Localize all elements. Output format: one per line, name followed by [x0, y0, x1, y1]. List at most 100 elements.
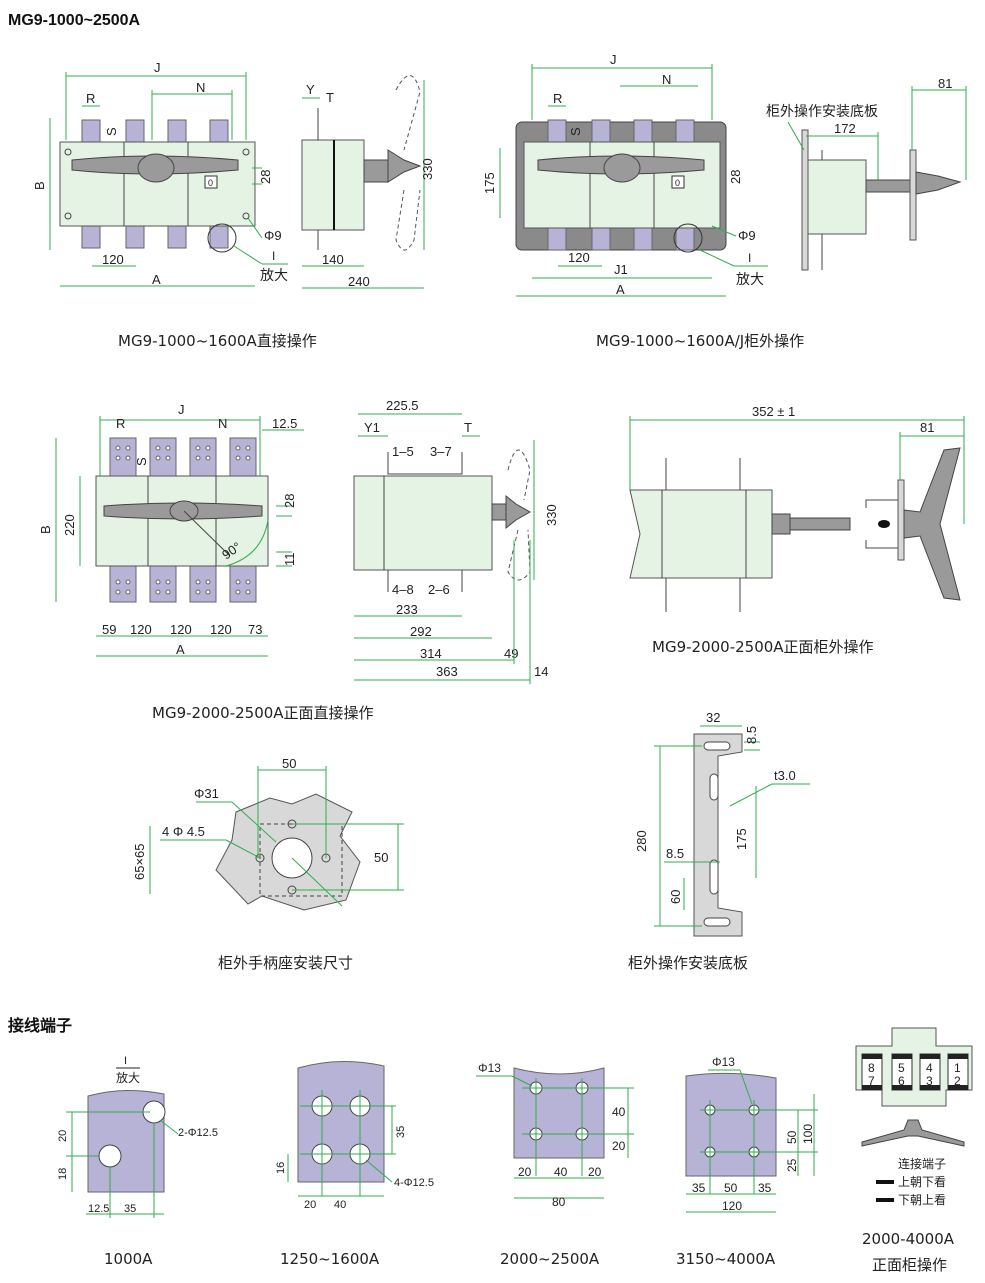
- t1-label-35: 35: [124, 1203, 136, 1215]
- t4-label-100: 100: [801, 1124, 815, 1144]
- fig1-label-S: S: [104, 127, 119, 136]
- fig1-label-T: T: [326, 90, 334, 105]
- fig6-label-60: 60: [668, 890, 683, 904]
- fig3-label-363: 363: [436, 664, 458, 679]
- fig1-label-330: 330: [420, 158, 435, 180]
- fig2-label-120: 120: [568, 250, 590, 265]
- fig3-label-Y1: Y1: [364, 420, 380, 435]
- fig3-label-B: B: [38, 525, 53, 534]
- t5-legend-down: 下朝上看: [898, 1193, 946, 1207]
- t3-label-20b: 20: [588, 1165, 602, 1179]
- t2-label-20: 20: [304, 1199, 316, 1211]
- fig1-front-view: 0 J N R S B 28 Φ9 120 A I 放大: [32, 60, 288, 287]
- fig2-label-board: 柜外操作安装底板: [766, 103, 878, 119]
- t5-legend-up: 上朝下看: [898, 1175, 946, 1189]
- fig3-label-p48: 4–8: [392, 582, 414, 597]
- fig3-label-73: 73: [248, 622, 262, 637]
- fig2-label-A: A: [616, 282, 625, 297]
- caption-fig3: MG9-2000-2500A正面直接操作: [152, 704, 374, 722]
- t3-label-40v: 40: [612, 1105, 626, 1119]
- t4-label-35b: 35: [758, 1181, 772, 1195]
- t5-legend-title: 连接端子: [898, 1156, 946, 1171]
- fig5-label-50right: 50: [374, 850, 388, 865]
- fig3-label-59: 59: [102, 622, 116, 637]
- t2-label-holes: 4-Φ12.5: [394, 1177, 434, 1189]
- fig2-side-view: 柜外操作安装底板 81 172: [766, 76, 967, 271]
- fig1-label-28: 28: [258, 170, 273, 184]
- fig5-label-50top: 50: [282, 756, 296, 771]
- t1-label-holes: 2-Φ12.5: [178, 1127, 218, 1139]
- fig3-label-225_5: 225.5: [386, 398, 419, 413]
- fig1-label-J: J: [154, 60, 161, 75]
- fig3-label-120c: 120: [210, 622, 232, 637]
- fig3-label-p15: 1–5: [392, 444, 414, 459]
- terminal-3150-4000A: Φ13 50 100 25 35 50 35 120: [685, 1055, 818, 1213]
- t3-label-20v: 20: [612, 1139, 626, 1153]
- terminal-1000A: I 放大 2-Φ12.5 20 18 12.5 35: [57, 1055, 218, 1218]
- fig3-label-S: S: [134, 457, 149, 466]
- fig3-label-R: R: [116, 416, 125, 431]
- t3-label-phi13: Φ13: [478, 1061, 501, 1075]
- terminal-front-operation: 8 7 5 6 4 3 1 2 连接端子 上朝下看 下朝上看: [855, 1027, 973, 1207]
- fig2-front-view: 0 J N R S 175 28 Φ9 120 J1 A I 放大: [482, 52, 768, 297]
- t1-label-I: I: [124, 1055, 127, 1067]
- fig3-label-J: J: [178, 402, 185, 417]
- fig2-label-phi9: Φ9: [738, 228, 756, 243]
- t5-num-2: 2: [954, 1074, 961, 1088]
- caption-fig4: MG9-2000-2500A正面柜外操作: [652, 638, 874, 656]
- t1-label-fangda: 放大: [116, 1070, 140, 1085]
- caption-t2: 1250~1600A: [280, 1250, 380, 1268]
- fig1-label-120: 120: [102, 252, 124, 267]
- terminal-1250-1600A: 35 16 4-Φ12.5 20 40: [275, 1061, 434, 1211]
- fig3-label-314: 314: [420, 646, 442, 661]
- fig3-label-A: A: [176, 642, 185, 657]
- fig1-label-A: A: [152, 272, 161, 287]
- t3-label-80: 80: [552, 1195, 566, 1209]
- t4-label-phi13: Φ13: [712, 1055, 735, 1069]
- fig3-label-12_5: 12.5: [272, 416, 297, 431]
- t1-label-20: 20: [57, 1130, 69, 1142]
- caption-fig6: 柜外操作安装底板: [628, 954, 749, 972]
- caption-fig1: MG9-1000~1600A直接操作: [118, 332, 317, 350]
- svg-text:0: 0: [675, 178, 680, 188]
- fig3-label-N: N: [218, 416, 227, 431]
- fig3-label-233: 233: [396, 602, 418, 617]
- fig3-label-11: 11: [282, 553, 297, 567]
- fig3-side-view: 225.5 Y1 T 1–5 3–7 4–8 2–6 330 233 292 3…: [353, 398, 559, 684]
- t3-label-20a: 20: [518, 1165, 532, 1179]
- fig5-label-65: 65×65: [132, 843, 147, 880]
- t4-label-50h: 50: [724, 1181, 738, 1195]
- t4-label-35a: 35: [692, 1181, 706, 1195]
- fig2-label-S: S: [568, 127, 583, 136]
- fig3-label-120b: 120: [170, 622, 192, 637]
- t4-label-25: 25: [785, 1158, 799, 1172]
- t5-num-6: 6: [898, 1074, 905, 1088]
- fig1-label-fangda: 放大: [260, 267, 288, 283]
- fig4-label-352: 352 ± 1: [752, 404, 795, 419]
- t5-num-8: 8: [868, 1061, 875, 1075]
- fig4-side-view: 352 ± 1 81: [629, 404, 965, 612]
- caption-t5b: 正面柜操作: [872, 1256, 948, 1274]
- terminal-section-title: 接线端子: [8, 1018, 73, 1035]
- fig6-plate: 32 8.5 t3.0 280 175 8.5 60: [634, 710, 810, 937]
- fig1-label-Y: Y: [306, 82, 315, 97]
- fig3-front-view: J R N 12.5 S B 220 28 90° 11 59 120 120 …: [38, 402, 304, 657]
- fig6-label-280: 280: [634, 830, 649, 852]
- fig3-label-T: T: [464, 420, 472, 435]
- t5-num-3: 3: [926, 1074, 933, 1088]
- fig3-label-p26: 2–6: [428, 582, 450, 597]
- fig6-label-175: 175: [734, 828, 749, 850]
- fig2-label-R: R: [553, 91, 562, 106]
- t4-label-50v: 50: [785, 1130, 799, 1144]
- t5-num-1: 1: [954, 1061, 961, 1075]
- fig2-label-I: I: [748, 251, 751, 265]
- svg-text:0: 0: [208, 178, 213, 188]
- fig4-label-81: 81: [920, 420, 934, 435]
- t5-num-4: 4: [926, 1061, 933, 1075]
- t5-num-7: 7: [868, 1074, 875, 1088]
- t3-label-40h: 40: [554, 1165, 568, 1179]
- caption-t3: 2000~2500A: [500, 1250, 600, 1268]
- caption-t4: 3150~4000A: [676, 1250, 776, 1268]
- fig3-label-220: 220: [62, 514, 77, 536]
- fig2-label-J: J: [610, 52, 617, 67]
